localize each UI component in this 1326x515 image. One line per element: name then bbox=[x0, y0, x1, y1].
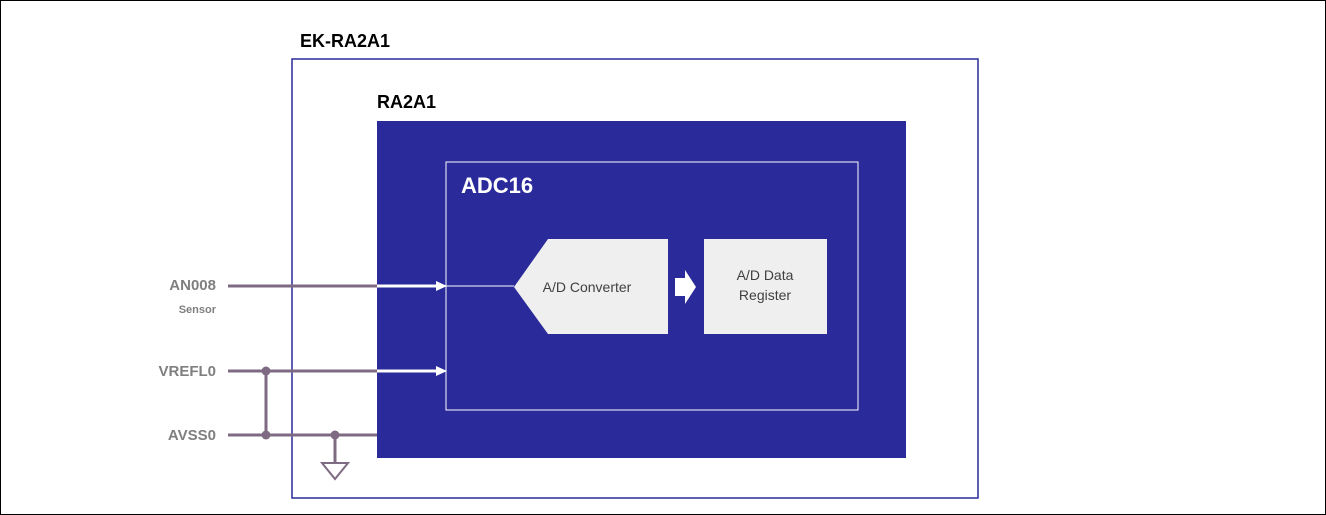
avss0-junction-dot bbox=[261, 430, 271, 440]
an008-label: AN008 bbox=[169, 277, 216, 294]
ad-data-register-label-1: A/D Data bbox=[737, 267, 794, 283]
vrefl0-arrowhead-icon bbox=[436, 366, 447, 376]
ad-data-register-label-2: Register bbox=[739, 287, 791, 303]
mcu-title: RA2A1 bbox=[377, 92, 436, 112]
adc16-title: ADC16 bbox=[461, 173, 533, 198]
board-title: EK-RA2A1 bbox=[300, 31, 390, 51]
ad-converter-block bbox=[514, 239, 668, 334]
board-outline bbox=[291, 58, 979, 499]
ground-icon bbox=[319, 462, 351, 481]
ground-junction-dot bbox=[330, 430, 340, 440]
avss0-label: AVSS0 bbox=[168, 427, 216, 444]
ad-converter-label: A/D Converter bbox=[543, 279, 632, 295]
ad-data-register-block bbox=[704, 239, 827, 334]
block-arrow-icon bbox=[675, 270, 696, 304]
an008-sublabel: Sensor bbox=[179, 304, 217, 316]
an008-arrowhead-icon bbox=[436, 281, 447, 291]
vrefl0-junction-dot bbox=[261, 366, 271, 376]
vrefl0-label: VREFL0 bbox=[158, 363, 216, 380]
